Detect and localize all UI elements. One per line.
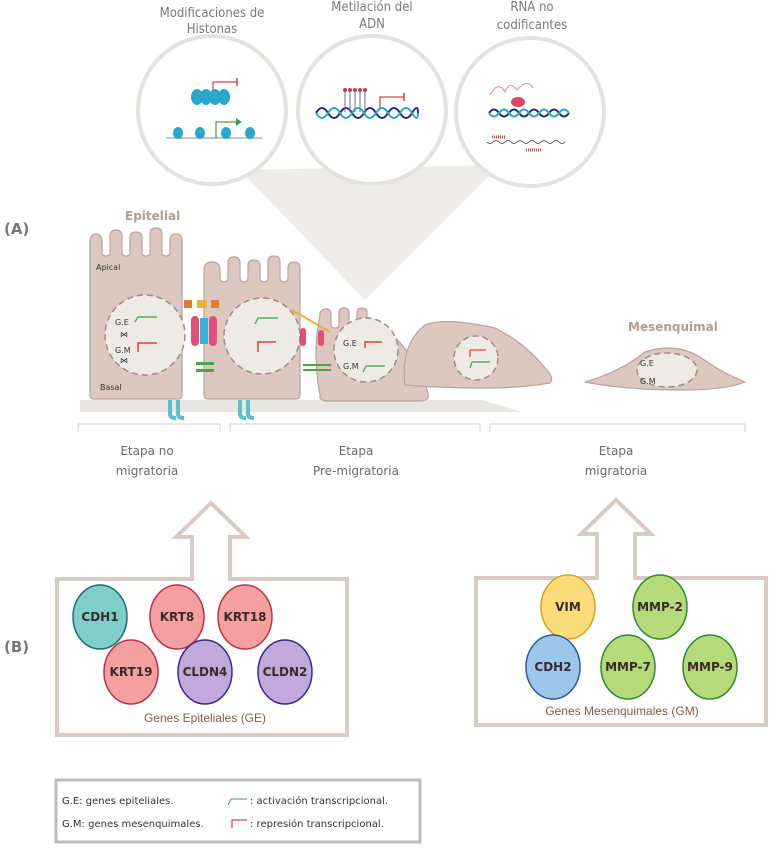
migrating-cell: [403, 321, 553, 389]
gene-bubble: [257, 639, 313, 705]
dna-methylation-panel: Metilación del ADN: [296, 0, 448, 186]
histone-title-1: Modificaciones de: [160, 6, 265, 21]
gene-name: CDH2: [534, 660, 571, 674]
gm-label-cell3: G.M: [343, 362, 359, 371]
epithelial-cell-2: [203, 255, 301, 400]
rna-title-1: RNA no: [510, 0, 553, 15]
gene-krt8: KRT8: [149, 584, 205, 650]
methylation-title-2: ADN: [359, 17, 385, 32]
ncrna-icon: [486, 83, 570, 152]
nucleosome-icon: [166, 78, 262, 139]
gene-cdh2: CDH2: [525, 634, 581, 700]
basement-membrane: [80, 400, 522, 412]
gm-label-cell5: G.M: [640, 377, 656, 386]
epithelial-cell-1: [89, 227, 186, 400]
methylated-dna-icon: [315, 88, 419, 119]
gene-cldn4: CLDN4: [177, 639, 233, 705]
gene-bubble: [217, 584, 273, 650]
stage-brackets: [77, 423, 746, 432]
gene-krt19: KRT19: [103, 639, 159, 705]
gene-name: MMP-9: [687, 660, 733, 674]
epithelial-genes-caption: Genes Epiteliales (GE): [144, 711, 266, 725]
stage-3-line2: migratoria: [585, 464, 648, 478]
legend-repression: : represión transcripcional.: [250, 818, 384, 830]
noncoding-rna-panel: RNA no codificantes: [454, 0, 606, 188]
cell-junctions: [168, 300, 331, 420]
legend-gm: G.M: genes mesenquimales.: [62, 819, 204, 830]
gene-bubble: [525, 634, 581, 700]
gene-mmp-9: MMP-9: [682, 634, 738, 700]
gene-name: CLDN2: [263, 665, 308, 679]
stage-1-line1: Etapa no: [120, 444, 173, 458]
gene-name: CLDN4: [183, 665, 228, 679]
gene-mmp-2: MMP-2: [632, 574, 688, 640]
legend-activation: : activación transcripcional.: [250, 795, 388, 807]
panel-label-a: (A): [4, 220, 29, 238]
gene-markers: G.E G.M G.E G.M G.E G.M ⋈ ⋈: [115, 316, 656, 386]
ge-label-cell3: G.E: [343, 339, 357, 348]
epithelial-label: Epitelial: [125, 209, 180, 223]
mesenchymal-cell: [584, 347, 747, 391]
gene-bubble: [600, 634, 656, 700]
methylation-title-1: Metilación del: [331, 0, 412, 15]
gene-name: KRT19: [110, 665, 153, 679]
gene-bubble: [149, 584, 205, 650]
gene-cdh1: CDH1: [72, 584, 128, 650]
gene-bubble: [103, 639, 159, 705]
gene-name: MMP-2: [637, 600, 683, 614]
gene-krt18: KRT18: [217, 584, 273, 650]
gm-label-cell1: G.M: [115, 346, 131, 355]
legend-ge: G.E: genes epiteliales.: [62, 796, 174, 807]
stage-2-line1: Etapa: [339, 444, 374, 458]
gene-name: VIM: [555, 600, 581, 614]
ge-label-cell5: G.E: [640, 359, 654, 368]
gene-name: MMP-7: [605, 660, 651, 674]
mesenchymal-label: Mesenquimal: [628, 320, 718, 334]
histone-modification-panel: Modificaciones de Histonas: [136, 6, 288, 186]
stage-3-line1: Etapa: [599, 444, 634, 458]
gene-name: KRT18: [224, 610, 267, 624]
gene-vim: VIM: [540, 574, 596, 640]
panel-label-b: (B): [4, 638, 29, 656]
gene-cldn2: CLDN2: [257, 639, 313, 705]
stage-1-line2: migratoria: [116, 464, 179, 478]
ge-label-cell1: G.E: [115, 318, 129, 327]
rna-title-2: codificantes: [497, 18, 568, 33]
activation-icon: [227, 798, 247, 806]
stage-2-line2: Pre-migratoria: [313, 464, 399, 478]
gene-bubble: [632, 574, 688, 640]
svg-text:⋈: ⋈: [120, 356, 128, 365]
svg-text:⋈: ⋈: [120, 330, 128, 339]
gene-bubble: [177, 639, 233, 705]
mesenchymal-genes-caption: Genes Mesenquimales (GM): [545, 704, 698, 718]
gene-bubble: [682, 634, 738, 700]
gene-name: KRT8: [160, 610, 195, 624]
gene-bubble: [72, 584, 128, 650]
repression-icon: [231, 819, 247, 828]
basal-label: Basal: [100, 383, 122, 392]
gene-name: CDH1: [81, 610, 118, 624]
histone-title-2: Histonas: [187, 22, 238, 37]
zoom-cone: [240, 165, 500, 300]
legend: G.E: genes epiteliales. G.M: genes mesen…: [54, 778, 422, 844]
apical-label: Apical: [96, 263, 120, 272]
gene-mmp-7: MMP-7: [600, 634, 656, 700]
gene-bubble: [540, 574, 596, 640]
